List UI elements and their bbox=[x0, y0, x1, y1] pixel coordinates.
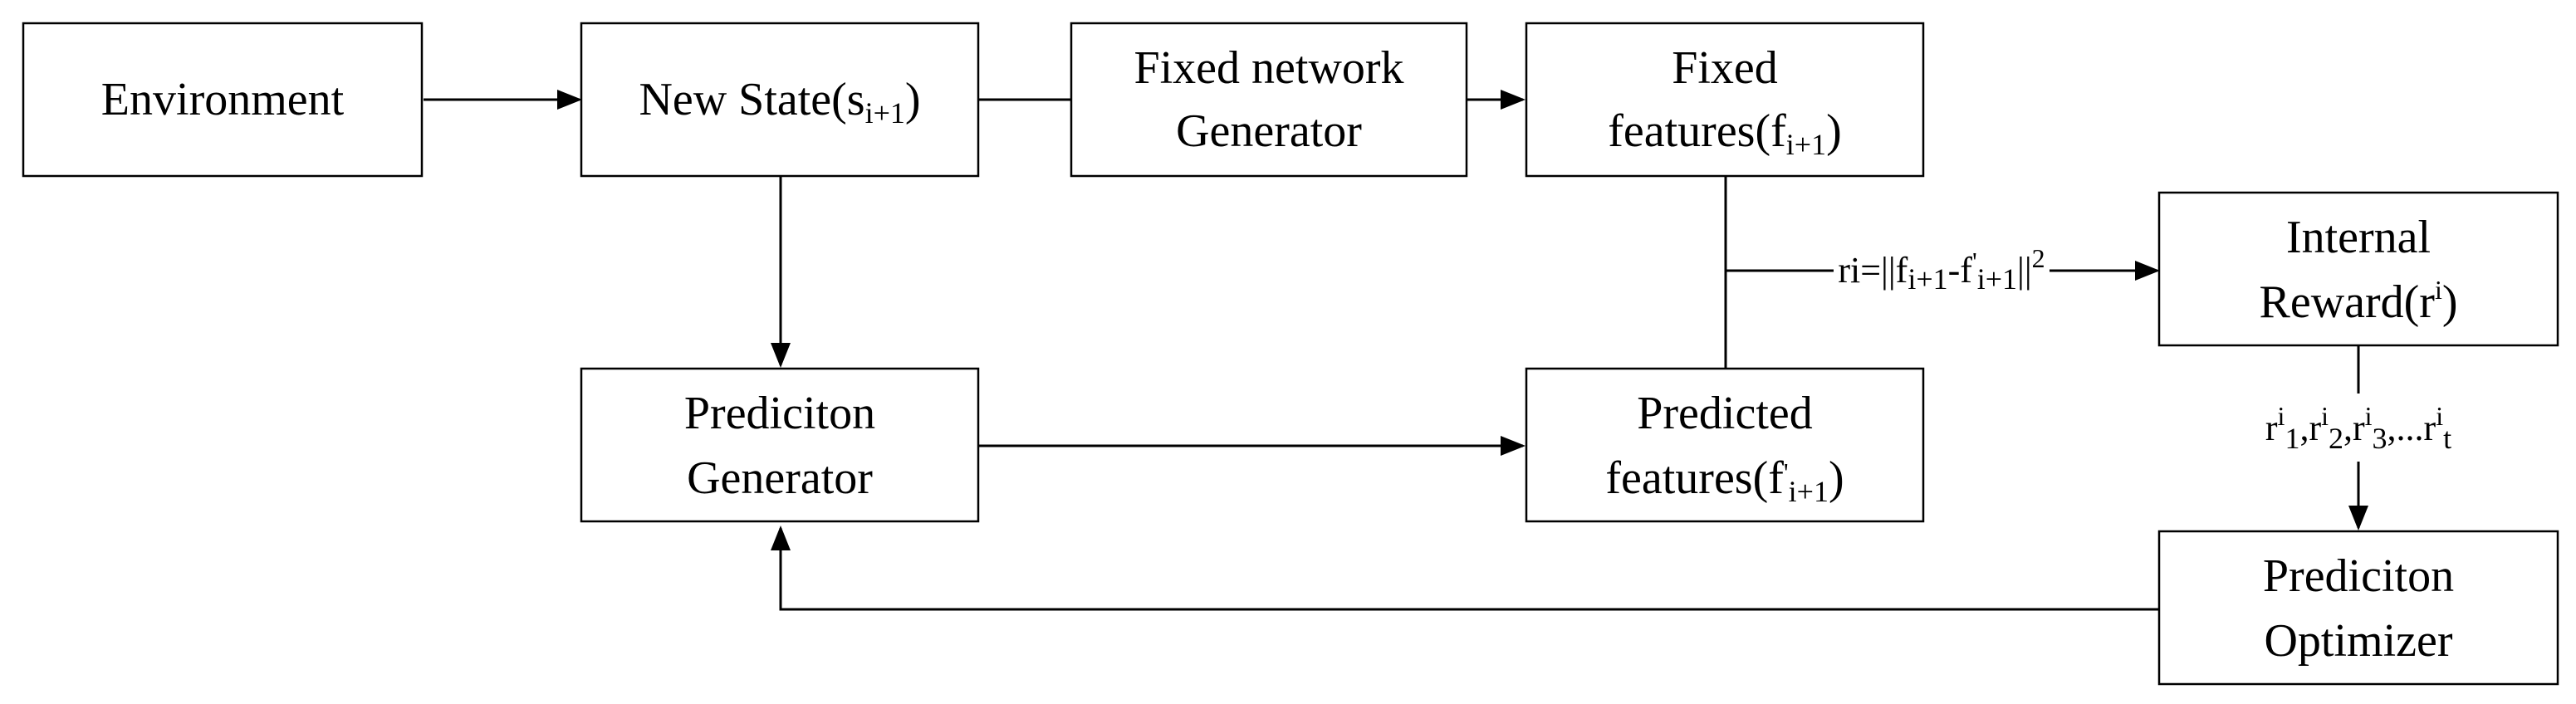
prediction-optimizer-label-line2: Optimizer bbox=[2264, 615, 2452, 667]
prediction-generator-label-line1: Prediciton bbox=[684, 388, 875, 439]
fixed-features-node: Fixed features(fi+1) bbox=[1525, 22, 1925, 178]
reward-formula-label: ri=||fi+1-f'i+1||2 bbox=[1838, 243, 2045, 296]
prediction-optimizer-label-line1: Prediciton bbox=[2263, 550, 2454, 602]
fixed-network-label-line1: Fixed network bbox=[1134, 42, 1403, 94]
edge-optimizer-to-prediction-generator bbox=[771, 526, 2159, 611]
fixed-network-label-line2: Generator bbox=[1176, 105, 1362, 157]
predicted-features-label-line1: Predicted bbox=[1637, 388, 1812, 439]
fixed-features-label-line2: features(fi+1) bbox=[1608, 105, 1841, 161]
internal-reward-label-line1: Internal bbox=[2286, 212, 2431, 263]
predicted-features-label-line2: features(f'i+1) bbox=[1605, 452, 1844, 508]
fixed-features-label-line1: Fixed bbox=[1672, 42, 1778, 94]
prediction-generator-node: Prediciton Generator bbox=[580, 367, 980, 523]
internal-reward-label-line2: Reward(ri) bbox=[2260, 275, 2458, 328]
reward-sequence-label: ri1,ri2,ri3,...rit bbox=[2265, 401, 2451, 455]
new-state-label: New State(si+1) bbox=[639, 74, 920, 130]
predicted-features-node: Predicted features(f'i+1) bbox=[1525, 367, 1925, 523]
prediction-optimizer-node: Prediciton Optimizer bbox=[2157, 530, 2559, 686]
new-state-node: New State(si+1) bbox=[580, 22, 980, 178]
environment-label: Environment bbox=[101, 74, 345, 125]
fixed-network-generator-node: Fixed network Generator bbox=[1070, 22, 1468, 178]
internal-reward-node: Internal Reward(ri) bbox=[2157, 191, 2559, 347]
environment-node: Environment bbox=[22, 22, 424, 178]
prediction-generator-label-line2: Generator bbox=[687, 452, 873, 504]
